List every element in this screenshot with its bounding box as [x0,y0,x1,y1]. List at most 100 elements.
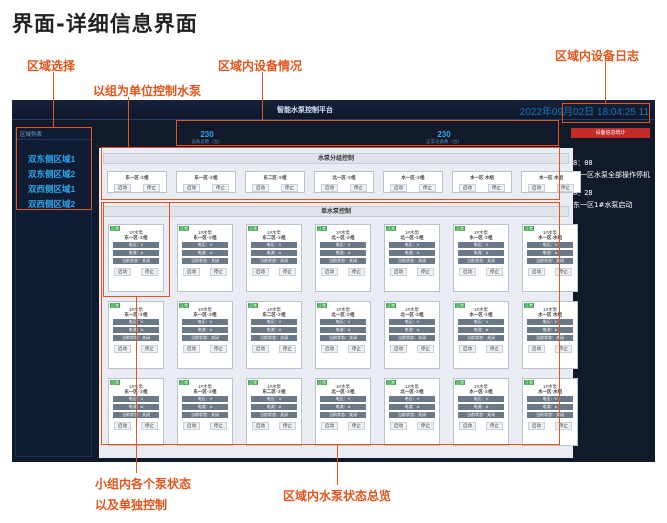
normal-devices-value: 230 [437,130,451,139]
pump-buttons: 启动 停止 [178,422,232,430]
pump-stop-button[interactable]: 停止 [141,345,158,353]
clock: 2022年09月02日 18:04:25 11 [519,107,649,118]
pump-stop-button[interactable]: 停止 [417,422,434,430]
status-badge: 正常 [386,226,396,231]
pump-group: 东二区·①组 [262,389,286,394]
group-stop-button[interactable]: 停止 [281,184,298,192]
pump-start-button[interactable]: 启动 [528,268,545,276]
pump-stop-button[interactable]: 停止 [348,268,365,276]
group-start-button[interactable]: 启动 [252,184,269,192]
pump-stop-button[interactable]: 停止 [486,345,503,353]
pump-start-button[interactable]: 启动 [183,345,200,353]
pump-name: 1#水泵 [542,307,557,312]
group-stop-button[interactable]: 停止 [488,184,505,192]
pump-stop-button[interactable]: 停止 [210,422,227,430]
pump-start-button[interactable]: 启动 [183,268,200,276]
pump-start-button[interactable]: 启动 [528,345,545,353]
pump-group: 北一区·①组 [331,235,355,240]
group-stop-button[interactable]: 停止 [557,184,574,192]
group-stop-button[interactable]: 停止 [419,184,436,192]
pump-stop-button[interactable]: 停止 [279,268,296,276]
pump-stop-button[interactable]: 停止 [348,422,365,430]
state-readout: 当前状态：关闭 [251,335,297,341]
status-badge: 正常 [317,226,327,231]
group-stop-button[interactable]: 停止 [350,184,367,192]
pump-start-button[interactable]: 启动 [321,268,338,276]
voltage-readout: 电压：V [527,396,573,402]
pump-group: 北一区·①组 [400,235,424,240]
group-start-button[interactable]: 启动 [459,184,476,192]
state-readout: 当前状态：关闭 [182,412,228,418]
pump-stop-button[interactable]: 停止 [279,422,296,430]
voltage-readout: 电压：V [320,242,366,248]
pump-start-button[interactable]: 启动 [183,422,200,430]
pump-group: 东二区·①组 [262,235,286,240]
group-stop-button[interactable]: 停止 [212,184,229,192]
pump-stop-button[interactable]: 停止 [486,422,503,430]
voltage-readout: 电压：V [389,396,435,402]
pump-stop-button[interactable]: 停止 [417,345,434,353]
pump-group: 水一区·水组 [538,389,562,394]
pump-buttons: 启动 停止 [316,268,370,276]
pump-start-button[interactable]: 启动 [252,268,269,276]
pump-group: 东一区·①组 [193,389,217,394]
pump-start-button[interactable]: 启动 [114,345,131,353]
pump-stop-button[interactable]: 停止 [210,268,227,276]
voltage-readout: 电压：V [113,242,159,248]
annotation-pump-overview: 区域内水泵状态总览 [283,489,392,503]
pump-start-button[interactable]: 启动 [114,422,131,430]
region-item[interactable]: 双西侧区域2 [28,199,76,209]
pump-stop-button[interactable]: 停止 [348,345,365,353]
pump-group: 东一区·①组 [124,235,148,240]
pump-start-button[interactable]: 启动 [321,422,338,430]
pump-buttons: 启动 停止 [523,422,577,430]
pump-start-button[interactable]: 启动 [459,345,476,353]
group-stop-button[interactable]: 停止 [143,184,160,192]
current-readout: 电流：A [389,327,435,333]
region-item[interactable]: 双西侧区域1 [28,184,76,194]
pump-start-button[interactable]: 启动 [459,268,476,276]
annotation-region-devices: 区域内设备情况 [218,59,303,73]
pump-start-button[interactable]: 启动 [252,422,269,430]
pump-stop-button[interactable]: 停止 [555,345,572,353]
region-item[interactable]: 双东侧区域2 [28,169,76,179]
current-readout: 电流：A [527,404,573,410]
group-section-title: 水泵分组控制 [103,153,569,164]
voltage-readout: 电压：V [458,396,504,402]
pump-stop-button[interactable]: 停止 [141,268,158,276]
pump-start-button[interactable]: 启动 [321,345,338,353]
pump-stop-button[interactable]: 停止 [555,422,572,430]
group-start-button[interactable]: 启动 [528,184,545,192]
group-start-button[interactable]: 启动 [390,184,407,192]
pump-stop-button[interactable]: 停止 [417,268,434,276]
pump-start-button[interactable]: 启动 [390,345,407,353]
state-readout: 当前状态：关闭 [320,258,366,264]
pump-start-button[interactable]: 启动 [528,422,545,430]
pump-start-button[interactable]: 启动 [459,422,476,430]
pump-name: 1#水泵 [473,307,488,312]
pump-start-button[interactable]: 启动 [114,268,131,276]
pump-stop-button[interactable]: 停止 [141,422,158,430]
group-start-button[interactable]: 启动 [321,184,338,192]
group-start-button[interactable]: 启动 [183,184,200,192]
status-badge: 正常 [386,303,396,308]
group-card: 东一区·①组启动停止 [107,171,167,193]
pump-buttons: 启动 停止 [454,345,508,353]
current-readout: 电流：A [251,327,297,333]
pump-name: 1#水泵 [335,307,350,312]
pump-group: 东一区·①组 [193,235,217,240]
pump-stop-button[interactable]: 停止 [210,345,227,353]
pump-start-button[interactable]: 启动 [252,345,269,353]
pump-start-button[interactable]: 启动 [390,422,407,430]
pump-start-button[interactable]: 启动 [390,268,407,276]
region-item[interactable]: 双东侧区域1 [28,154,76,164]
pump-stop-button[interactable]: 停止 [279,345,296,353]
pump-stop-button[interactable]: 停止 [486,268,503,276]
group-start-button[interactable]: 启动 [114,184,131,192]
pump-stop-button[interactable]: 停止 [555,268,572,276]
group-name: 北一区·①组 [332,175,356,180]
pump-buttons: 启动 停止 [109,345,163,353]
device-stats-button[interactable]: 设备信息统计 [571,128,650,138]
log-text: 东一区水泵全部操作停机 [573,171,650,179]
